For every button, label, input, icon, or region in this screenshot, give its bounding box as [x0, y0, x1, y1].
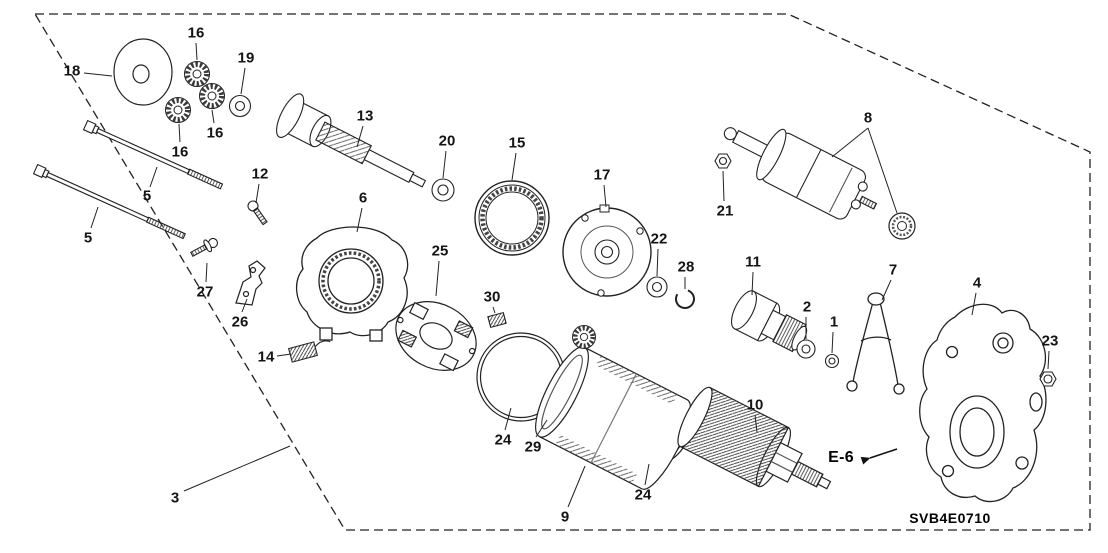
- part-19-ring: [228, 94, 252, 118]
- leader-lines: [83, 42, 1050, 508]
- part-26-stay-bracket: [235, 260, 266, 306]
- part-25-brush-holder: [395, 301, 477, 372]
- part-5-through-bolt-1: [82, 119, 224, 190]
- leader-line: [492, 306, 496, 314]
- part-23-nut: [1039, 371, 1057, 387]
- leader-line: [603, 184, 607, 208]
- leader-line: [276, 353, 292, 357]
- leader-line: [240, 67, 246, 95]
- leader-line: [90, 206, 99, 229]
- leader-line: [567, 465, 586, 508]
- leader-line: [255, 183, 260, 204]
- leader-line: [881, 279, 892, 301]
- part-22-ring: [646, 276, 668, 298]
- leader-line: [644, 463, 650, 486]
- part-2-ring: [796, 339, 816, 359]
- leader-line: [211, 109, 215, 124]
- leader-line: [183, 445, 291, 492]
- part-28-snap-ring: [675, 289, 695, 309]
- part-4-end-housing: [919, 303, 1047, 503]
- part-30-brush: [487, 311, 507, 329]
- leader-line: [356, 125, 364, 148]
- leader-line: [971, 292, 977, 316]
- leader-line: [867, 127, 898, 214]
- leader-line: [656, 248, 659, 277]
- part-8-solenoid: [723, 127, 878, 220]
- leader-line: [535, 419, 548, 438]
- part-1-ring: [824, 353, 840, 369]
- part-7-shift-fork: [846, 292, 905, 395]
- leader-line: [83, 72, 113, 77]
- leader-line: [356, 207, 363, 233]
- leader-line: [754, 414, 758, 433]
- part-12-screw: [247, 200, 268, 226]
- leader-line: [241, 298, 248, 313]
- part-5-through-bolt-2: [32, 163, 186, 240]
- leader-line: [178, 123, 181, 143]
- leader-line: [831, 331, 834, 354]
- part-16-planet-gears: [166, 62, 225, 123]
- leader-line: [751, 271, 754, 296]
- ref-e6-label: E-6: [828, 449, 854, 466]
- leader-line: [511, 152, 517, 181]
- part-10-armature: [677, 386, 832, 490]
- diagram-code: SVB4E0710: [909, 510, 991, 526]
- part-20-ring: [431, 178, 455, 202]
- e6-arrow-icon: [860, 448, 898, 465]
- leader-line: [205, 262, 208, 283]
- assembly-border: [33, 13, 1091, 531]
- part-18-washer: [113, 38, 173, 106]
- part-8-end-cap: [888, 212, 916, 240]
- leader-line: [149, 166, 158, 188]
- leader-line: [1047, 350, 1050, 370]
- small-gear: [573, 326, 596, 349]
- part-21-nut: [714, 153, 732, 169]
- part-14-brush: [287, 340, 331, 363]
- leader-line: [442, 150, 447, 179]
- leader-line: [195, 42, 198, 61]
- part-9-yoke: [535, 346, 691, 490]
- part-11-clutch: [730, 290, 808, 353]
- part-13-drive-shaft: [276, 93, 427, 188]
- part-15-ring-gear: [474, 180, 550, 256]
- part-17-gear-cover: [562, 204, 652, 297]
- leader-line: [831, 127, 869, 158]
- leader-line: [435, 260, 440, 297]
- part-6-end-bracket: [296, 226, 409, 342]
- part-27-screw: [190, 237, 219, 257]
- leader-line: [722, 170, 725, 202]
- leader-line: [504, 407, 512, 431]
